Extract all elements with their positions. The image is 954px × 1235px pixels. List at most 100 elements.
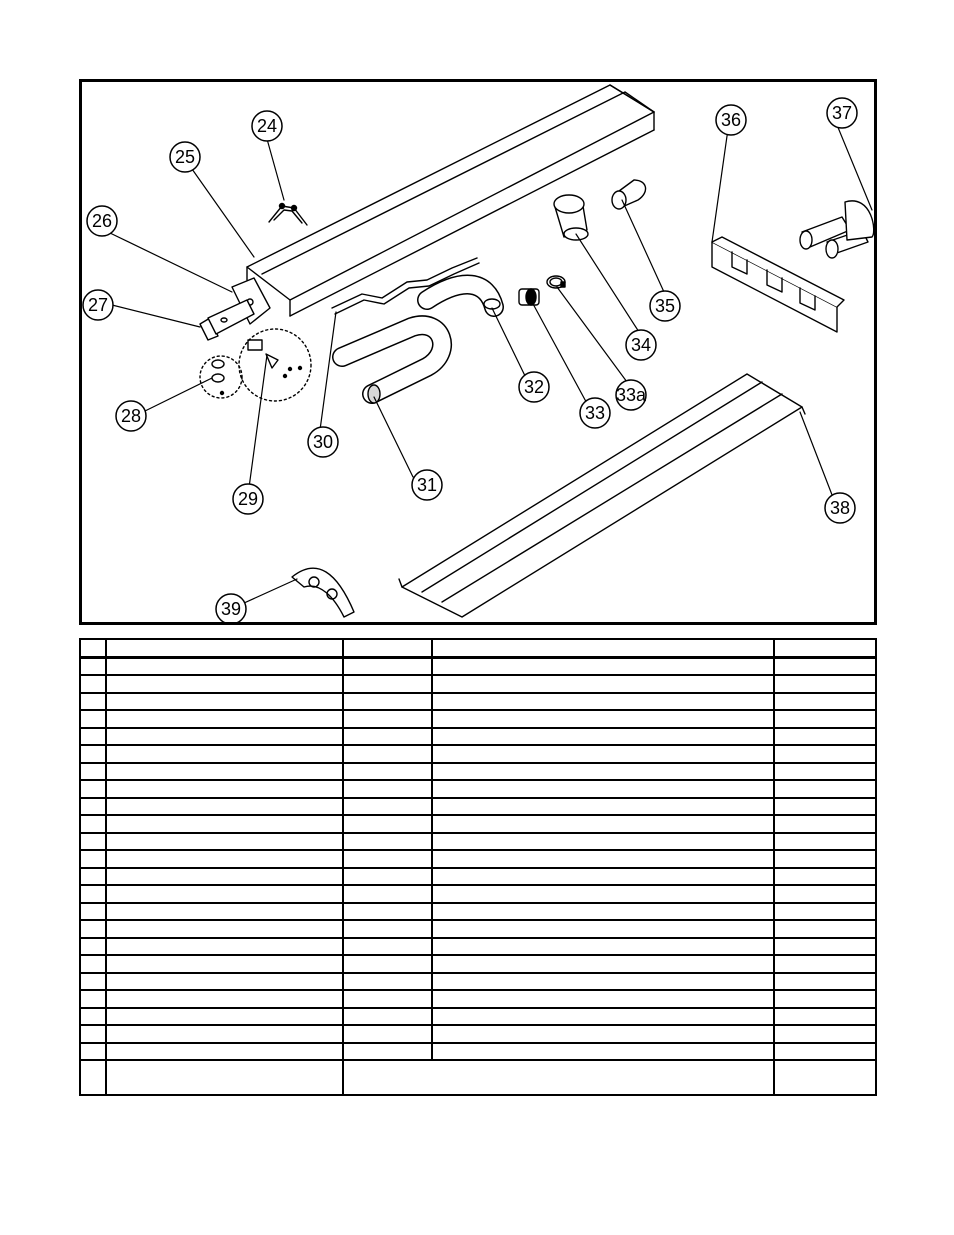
cell-ref bbox=[79, 831, 107, 851]
cell-ref bbox=[79, 884, 107, 904]
svg-text:38: 38 bbox=[830, 498, 850, 518]
table-row bbox=[79, 656, 877, 676]
callout-39: 39 bbox=[215, 593, 247, 622]
callout-37: 37 bbox=[826, 97, 858, 129]
cell-qty bbox=[773, 761, 877, 781]
part-35-elbow bbox=[611, 179, 647, 210]
cell-qty bbox=[773, 936, 877, 956]
cell-part bbox=[105, 989, 344, 1009]
cell-ref bbox=[79, 674, 107, 694]
part-28-hardware bbox=[199, 355, 243, 399]
cell-part bbox=[105, 831, 344, 851]
cell-part bbox=[105, 691, 344, 711]
table-row bbox=[79, 954, 877, 974]
part-27-tube bbox=[199, 299, 255, 341]
parts-drawing: 24 25 26 27 28 29 30 31 bbox=[82, 84, 874, 622]
part-33-coupler bbox=[518, 288, 540, 306]
cell-qty bbox=[773, 814, 877, 834]
cell-part bbox=[105, 726, 344, 746]
svg-text:33: 33 bbox=[585, 403, 605, 423]
cell-ref bbox=[79, 656, 107, 676]
svg-text:30: 30 bbox=[313, 432, 333, 452]
cell-description bbox=[431, 656, 775, 676]
cell-qty bbox=[773, 866, 877, 886]
callout-35: 35 bbox=[649, 290, 681, 322]
svg-text:39: 39 bbox=[221, 599, 241, 619]
cell-part bbox=[105, 1006, 344, 1026]
cell-code bbox=[342, 1041, 433, 1061]
cell-description bbox=[431, 831, 775, 851]
callout-32: 32 bbox=[518, 371, 550, 403]
table-row bbox=[79, 971, 877, 991]
svg-text:27: 27 bbox=[88, 295, 108, 315]
part-24-clip bbox=[268, 202, 308, 226]
callout-27: 27 bbox=[82, 289, 114, 321]
cell-code bbox=[342, 674, 433, 694]
table-row bbox=[79, 796, 877, 816]
cell-ref bbox=[79, 638, 107, 659]
cell-ref bbox=[79, 1006, 107, 1026]
cell-qty bbox=[773, 1041, 877, 1061]
callout-26: 26 bbox=[86, 205, 118, 237]
cell-code bbox=[342, 866, 433, 886]
cell-part bbox=[105, 971, 344, 991]
cell-description bbox=[431, 936, 775, 956]
cell-description bbox=[431, 849, 775, 869]
table-row bbox=[79, 919, 877, 939]
svg-text:32: 32 bbox=[524, 377, 544, 397]
cell-part bbox=[105, 761, 344, 781]
table-row bbox=[79, 744, 877, 764]
cell-ref bbox=[79, 814, 107, 834]
cell-description bbox=[431, 971, 775, 991]
table-row bbox=[79, 936, 877, 956]
table-row bbox=[79, 691, 877, 711]
cell-description bbox=[431, 1041, 775, 1061]
cell-part bbox=[105, 638, 344, 659]
cell-description bbox=[431, 884, 775, 904]
cell-code bbox=[342, 761, 433, 781]
cell-part bbox=[105, 796, 344, 816]
cell-ref bbox=[79, 779, 107, 799]
cell-code bbox=[342, 638, 433, 659]
cell-description bbox=[431, 989, 775, 1009]
cell-part bbox=[105, 954, 344, 974]
cell-part bbox=[105, 919, 344, 939]
cell-part bbox=[105, 674, 344, 694]
cell-qty bbox=[773, 744, 877, 764]
cell-ref bbox=[79, 761, 107, 781]
part-25-rail bbox=[246, 84, 655, 317]
cell-description bbox=[431, 796, 775, 816]
cell-qty bbox=[773, 989, 877, 1009]
cell-description bbox=[342, 1059, 775, 1096]
cell-qty bbox=[773, 954, 877, 974]
parts-list-table bbox=[79, 638, 877, 1096]
cell-code bbox=[342, 849, 433, 869]
cell-part bbox=[105, 744, 344, 764]
cell-code bbox=[342, 971, 433, 991]
cell-qty bbox=[773, 971, 877, 991]
cell-code bbox=[342, 954, 433, 974]
cell-description bbox=[431, 761, 775, 781]
cell-ref bbox=[79, 709, 107, 729]
cell-description bbox=[431, 1024, 775, 1044]
cell-description bbox=[431, 814, 775, 834]
cell-code bbox=[342, 1024, 433, 1044]
table-row bbox=[79, 761, 877, 781]
cell-description bbox=[431, 744, 775, 764]
table-row bbox=[79, 1024, 877, 1044]
cell-ref bbox=[79, 866, 107, 886]
cell-ref bbox=[79, 954, 107, 974]
cell-part bbox=[105, 1024, 344, 1044]
part-34-cap bbox=[553, 194, 589, 241]
cell-code bbox=[342, 814, 433, 834]
table-row bbox=[79, 674, 877, 694]
callout-33a: 33a bbox=[615, 379, 647, 411]
cell-code bbox=[342, 989, 433, 1009]
cell-ref bbox=[79, 726, 107, 746]
table-row bbox=[79, 901, 877, 921]
callout-36: 36 bbox=[715, 104, 747, 136]
cell-qty bbox=[773, 1059, 877, 1096]
cell-qty bbox=[773, 674, 877, 694]
cell-ref bbox=[79, 1041, 107, 1061]
cell-part bbox=[105, 884, 344, 904]
